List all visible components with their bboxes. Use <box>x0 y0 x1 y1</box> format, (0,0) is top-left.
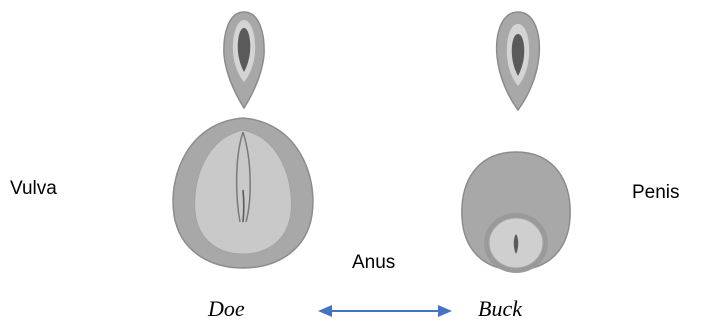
penis-shape <box>462 152 570 273</box>
buck-label: Buck <box>478 296 522 322</box>
doe-anus-shape <box>224 12 264 108</box>
penis-label: Penis <box>632 182 680 204</box>
buck-genital-figure <box>462 12 570 273</box>
buck-anus-shape <box>497 12 540 110</box>
vulva-label: Vulva <box>10 178 57 200</box>
doe-label: Doe <box>208 296 245 322</box>
vulva-shape <box>173 118 313 268</box>
anus-label: Anus <box>352 252 395 274</box>
doe-genital-figure <box>173 12 313 268</box>
double-arrow <box>318 305 452 317</box>
